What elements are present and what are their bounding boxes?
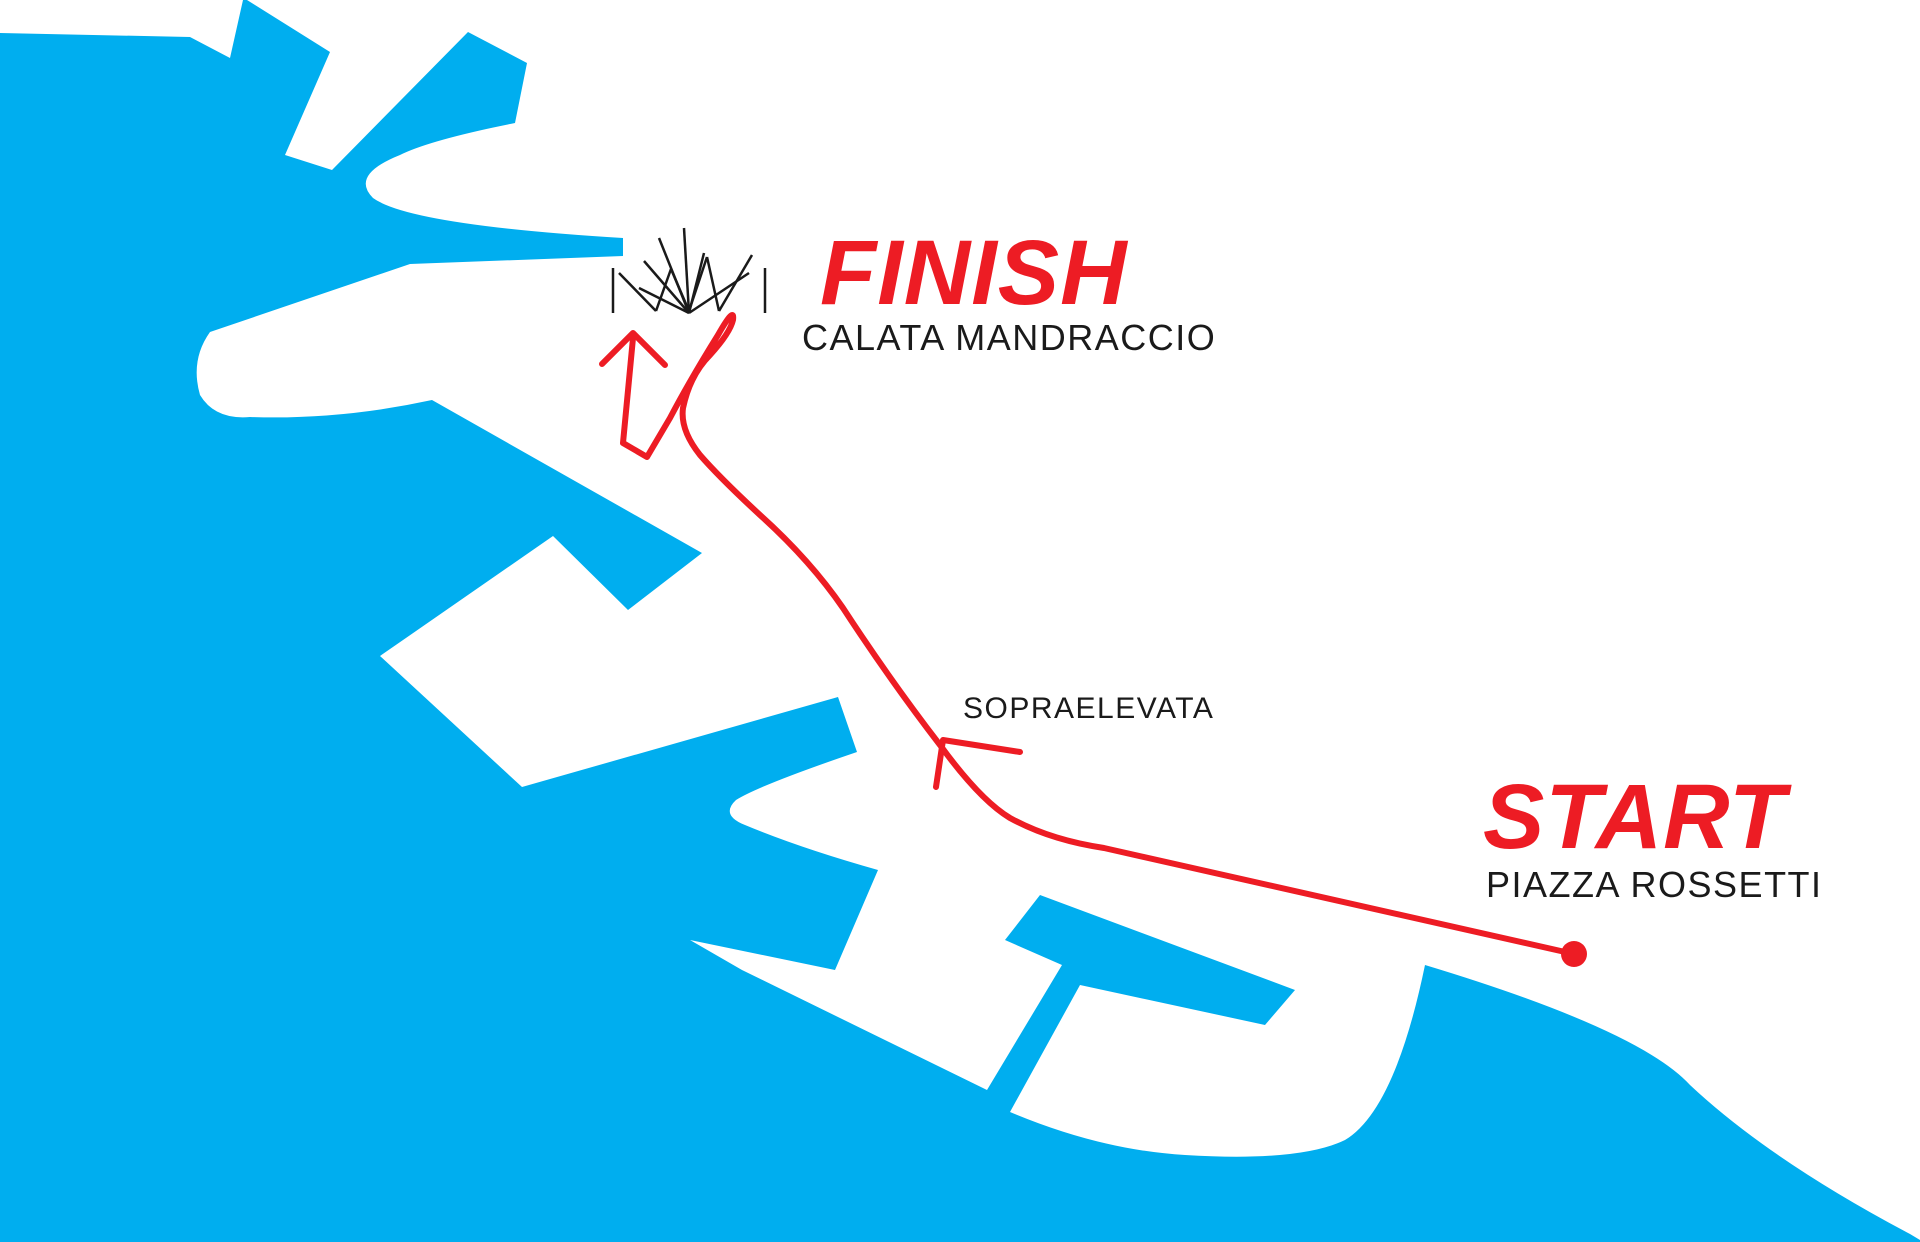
finish-place-label: CALATA MANDRACCIO bbox=[802, 317, 1216, 358]
finish-title: FINISH bbox=[820, 222, 1129, 324]
start-title: START bbox=[1483, 766, 1792, 868]
finish-gate-icon bbox=[611, 227, 767, 315]
route-arrow-icon bbox=[933, 737, 1023, 790]
route-arrow-icon bbox=[599, 330, 668, 368]
start-dot-icon bbox=[1561, 941, 1587, 967]
waypoint-label: SOPRAELEVATA bbox=[963, 692, 1214, 725]
start-place-label: PIAZZA ROSSETTI bbox=[1486, 864, 1823, 905]
route-line bbox=[620, 312, 1577, 957]
